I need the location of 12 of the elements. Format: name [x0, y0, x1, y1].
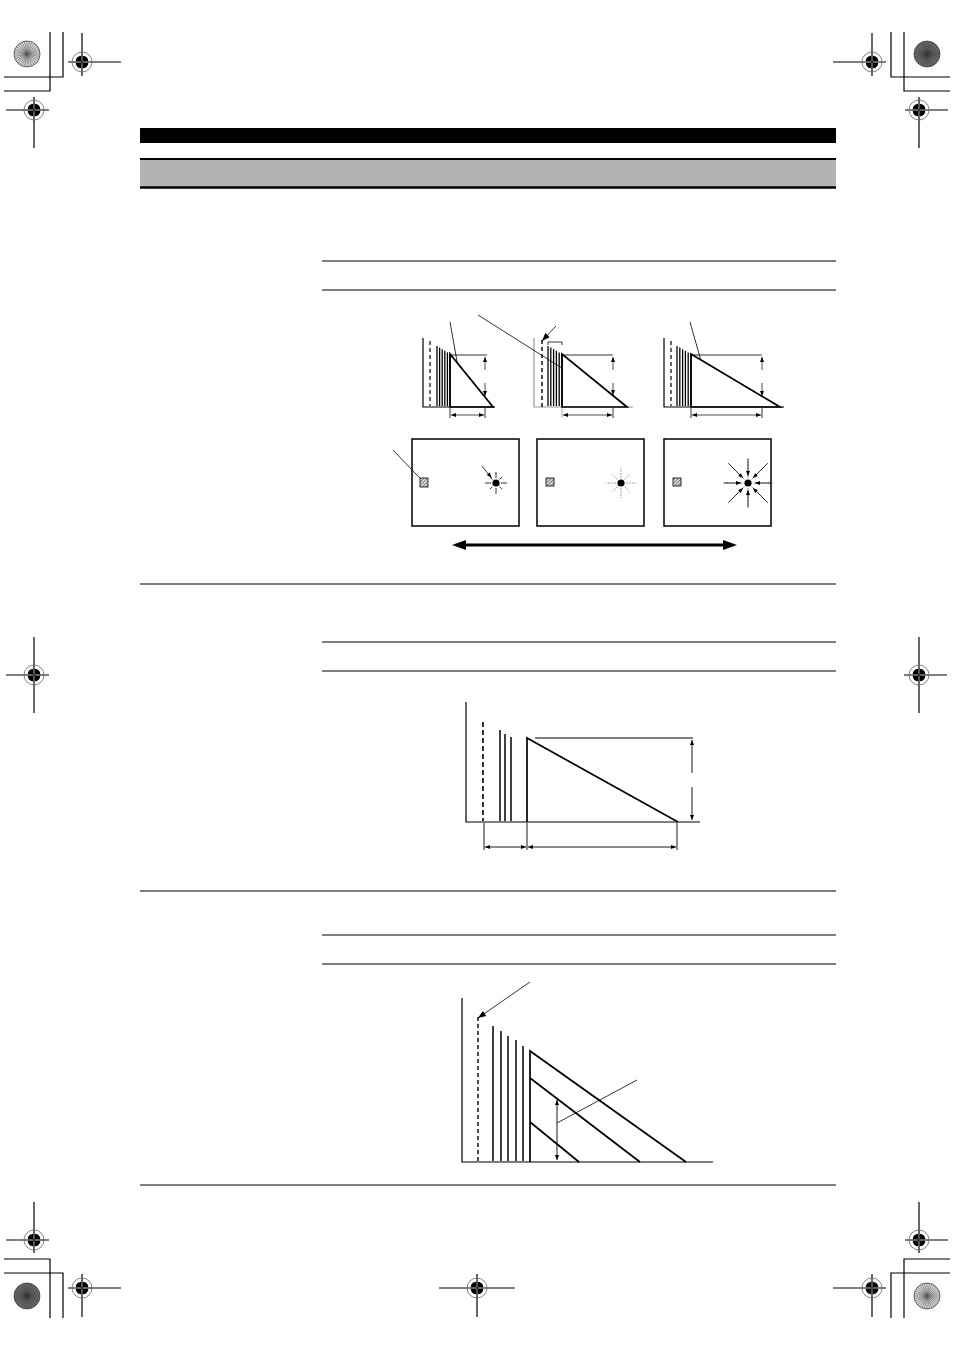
dashed-line	[541, 339, 543, 408]
leader-line	[449, 321, 458, 364]
leader-line	[689, 321, 702, 361]
dashed-line	[477, 1016, 479, 1163]
dimension-arrow	[555, 1099, 559, 1161]
leader-line	[392, 449, 421, 479]
leader-line	[477, 314, 563, 369]
decay-slope-triangle	[690, 352, 784, 408]
decay-slope-triangle	[449, 351, 495, 408]
decay-slope-triangle	[561, 352, 630, 408]
hatched-marker	[419, 477, 429, 488]
leader-line	[556, 1079, 638, 1124]
